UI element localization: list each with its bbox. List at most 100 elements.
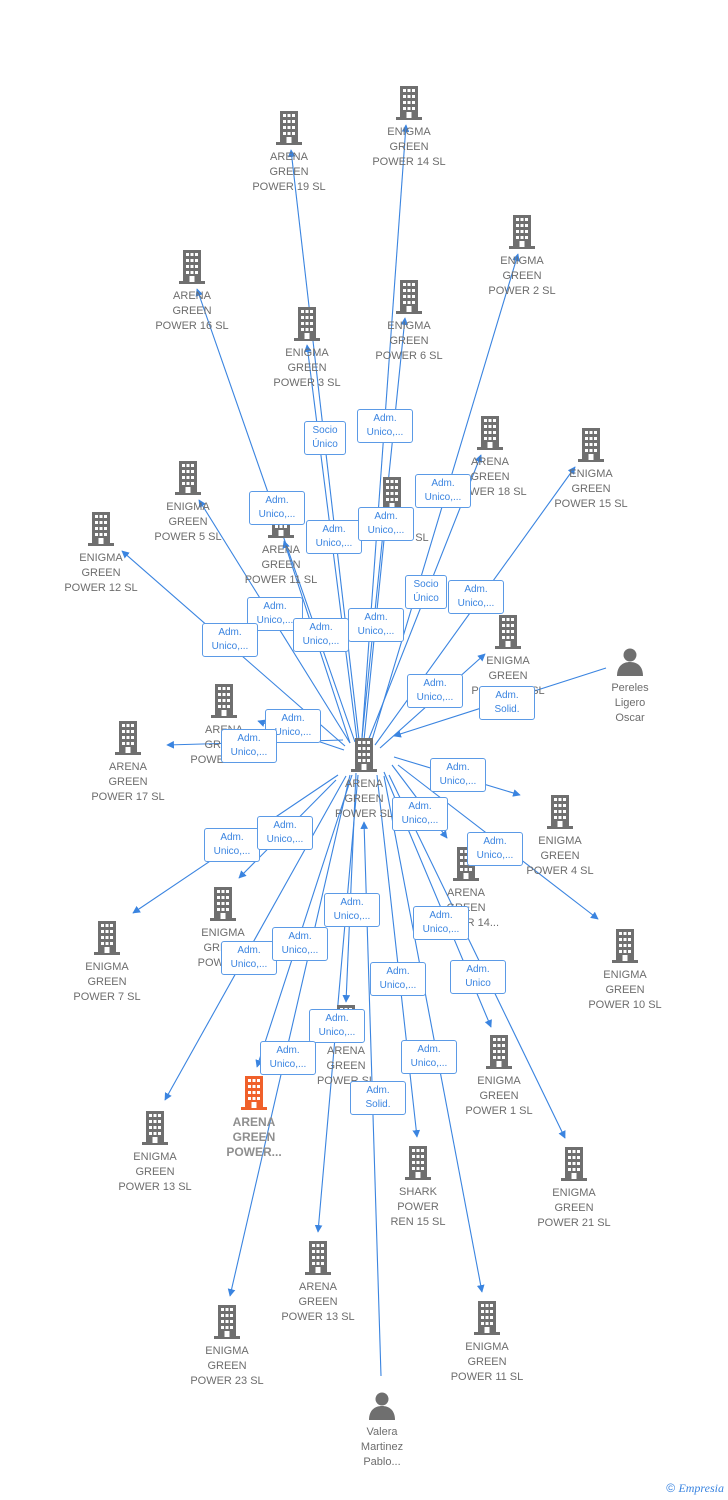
relationship-badge[interactable]: Adm. Unico,...	[221, 729, 277, 763]
relationship-badge[interactable]: Adm. Unico,...	[249, 491, 305, 525]
relationship-badge[interactable]: Adm. Unico,...	[260, 1041, 316, 1075]
node-label: ENIGMA GREEN POWER 21 SL	[537, 1187, 611, 1229]
relationship-badge[interactable]: Adm. Unico,...	[430, 758, 486, 792]
company-node[interactable]: ARENA GREEN POWER 13 SL	[263, 1241, 373, 1325]
relationship-badge[interactable]: Adm. Unico,...	[370, 962, 426, 996]
company-node[interactable]: ENIGMA GREEN POWER 6 SL	[354, 280, 464, 364]
company-node[interactable]: ENIGMA GREEN POWER 10 SL	[570, 929, 680, 1013]
relationship-badge[interactable]: Adm. Unico,...	[467, 832, 523, 866]
person-node[interactable]: Pereles Ligero Oscar	[575, 646, 685, 726]
building-icon	[453, 615, 563, 654]
company-node[interactable]: ARENA GREEN POWER 17 SL	[73, 721, 183, 805]
node-label: ARENA GREEN POWER 19 SL	[252, 151, 326, 193]
relationship-badge[interactable]: Adm. Unico,...	[324, 893, 380, 927]
building-icon	[172, 1305, 282, 1344]
relationship-badge[interactable]: Adm. Unico,...	[358, 507, 414, 541]
relationship-badge[interactable]: Adm. Unico,...	[257, 816, 313, 850]
company-node[interactable]: ENIGMA GREEN POWER 13 SL	[100, 1111, 210, 1195]
node-label: ENIGMA GREEN POWER 13 SL	[118, 1151, 192, 1193]
company-node[interactable]: ENIGMA GREEN POWER 3 SL	[252, 307, 362, 391]
relationship-badge[interactable]: Adm. Unico,...	[415, 474, 471, 508]
relationship-badge[interactable]: Adm. Unico,...	[348, 608, 404, 642]
relationship-badge[interactable]: Adm. Unico,...	[202, 623, 258, 657]
node-label: ENIGMA GREEN POWER 2 SL	[488, 255, 556, 297]
node-label: ARENA GREEN POWER 17 SL	[91, 761, 165, 803]
node-label: ARENA GREEN POWER 11 SL	[244, 544, 318, 586]
copyright-mark: ©	[666, 1481, 676, 1495]
relationship-badge[interactable]: Adm. Solid.	[350, 1081, 406, 1115]
relationship-badge[interactable]: Adm. Unico,...	[204, 828, 260, 862]
building-icon	[435, 416, 545, 455]
node-label: ENIGMA GREEN POWER 15 SL	[554, 468, 628, 510]
edge-arrow	[164, 775, 347, 1101]
node-label: ENIGMA GREEN POWER 3 SL	[273, 347, 341, 389]
company-node[interactable]: ARENA GREEN POWER 16 SL	[137, 250, 247, 334]
company-node[interactable]: ENIGMA GREEN POWER 7 SL	[52, 921, 162, 1005]
company-node[interactable]: ENIGMA GREEN POWER 12 SL	[46, 512, 156, 596]
building-icon	[73, 721, 183, 760]
company-node[interactable]: ENIGMA GREEN POWER 2 SL	[467, 215, 577, 299]
relationship-badge[interactable]: Adm. Unico,...	[357, 409, 413, 443]
relationship-badge[interactable]: Adm. Unico	[450, 960, 506, 994]
node-label: ENIGMA GREEN POWER 10 SL	[588, 969, 662, 1011]
building-icon	[199, 1076, 309, 1115]
company-node[interactable]: ARENA GREEN POWER...	[199, 1076, 309, 1160]
relationship-badge[interactable]: Adm. Unico,...	[401, 1040, 457, 1074]
edge-arrow	[314, 774, 359, 1233]
relationship-badge[interactable]: Adm. Unico,...	[306, 520, 362, 554]
company-node[interactable]: ARENA GREEN POWER SL	[309, 738, 419, 822]
building-icon	[444, 1035, 554, 1074]
edge-arrow	[227, 774, 351, 1297]
brand-logo: Empresia	[678, 1481, 724, 1495]
building-icon	[234, 111, 344, 150]
building-icon	[168, 887, 278, 926]
relationship-badge[interactable]: Adm. Unico,...	[413, 906, 469, 940]
building-icon	[363, 1146, 473, 1185]
company-node[interactable]: ENIGMA GREEN POWER 14 SL	[354, 86, 464, 170]
relationship-badge[interactable]: Socio Único	[304, 421, 346, 455]
building-icon	[137, 250, 247, 289]
building-icon	[52, 921, 162, 960]
relationship-badge[interactable]: Adm. Unico,...	[272, 927, 328, 961]
building-icon	[133, 461, 243, 500]
relationship-badge[interactable]: Socio Único	[405, 575, 447, 609]
person-icon	[575, 646, 685, 681]
company-node[interactable]: ARENA GREEN POWER 19 SL	[234, 111, 344, 195]
building-icon	[263, 1241, 373, 1280]
edge-arrow	[255, 774, 353, 1068]
node-label: ENIGMA GREEN POWER 7 SL	[73, 961, 141, 1003]
building-icon	[505, 795, 615, 834]
relationship-badge[interactable]: Adm. Unico,...	[221, 941, 277, 975]
relationship-badge[interactable]: Adm. Unico,...	[309, 1009, 365, 1043]
building-icon	[432, 1301, 542, 1340]
company-node[interactable]: SHARK POWER REN 15 SL	[363, 1146, 473, 1230]
company-node[interactable]: ENIGMA GREEN POWER 23 SL	[172, 1305, 282, 1389]
relationship-badge[interactable]: Adm. Unico,...	[448, 580, 504, 614]
company-node[interactable]: ENIGMA GREEN POWER 4 SL	[505, 795, 615, 879]
edge-arrow	[376, 774, 421, 1138]
company-node[interactable]: ENIGMA GREEN POWER 1 SL	[444, 1035, 554, 1119]
relationship-badge[interactable]: Adm. Solid.	[479, 686, 535, 720]
node-label: ENIGMA GREEN POWER 12 SL	[64, 552, 138, 594]
building-icon	[354, 280, 464, 319]
node-label: ARENA GREEN POWER 13 SL	[281, 1281, 355, 1323]
company-node[interactable]: ENIGMA GREEN POWER 5 SL	[133, 461, 243, 545]
company-node[interactable]: ARENA GREEN POWER 18 SL	[435, 416, 545, 500]
node-label: ENIGMA GREEN POWER 6 SL	[375, 320, 443, 362]
node-label: SHARK POWER REN 15 SL	[390, 1186, 446, 1228]
person-node[interactable]: Valera Martinez Pablo...	[327, 1390, 437, 1470]
relationship-badge[interactable]: Adm. Unico,...	[407, 674, 463, 708]
building-icon	[252, 307, 362, 346]
credit[interactable]: © Empresia	[666, 1481, 724, 1496]
company-node[interactable]: ENIGMA GREEN POWER 11 SL	[432, 1301, 542, 1385]
company-node[interactable]: ENIGMA GREEN POWER 15 SL	[536, 428, 646, 512]
building-icon	[570, 929, 680, 968]
node-label: ENIGMA GREEN POWER 11 SL	[450, 1341, 524, 1383]
relationship-badge[interactable]: Adm. Unico,...	[392, 797, 448, 831]
relationship-badge[interactable]: Adm. Unico,...	[293, 618, 349, 652]
company-node[interactable]: ENIGMA GREEN POWER 21 SL	[519, 1147, 629, 1231]
building-icon	[309, 738, 419, 777]
node-label: Valera Martinez Pablo...	[360, 1426, 404, 1468]
node-label: Pereles Ligero Oscar	[611, 682, 649, 724]
node-label: ENIGMA GREEN POWER 14 SL	[372, 126, 446, 168]
